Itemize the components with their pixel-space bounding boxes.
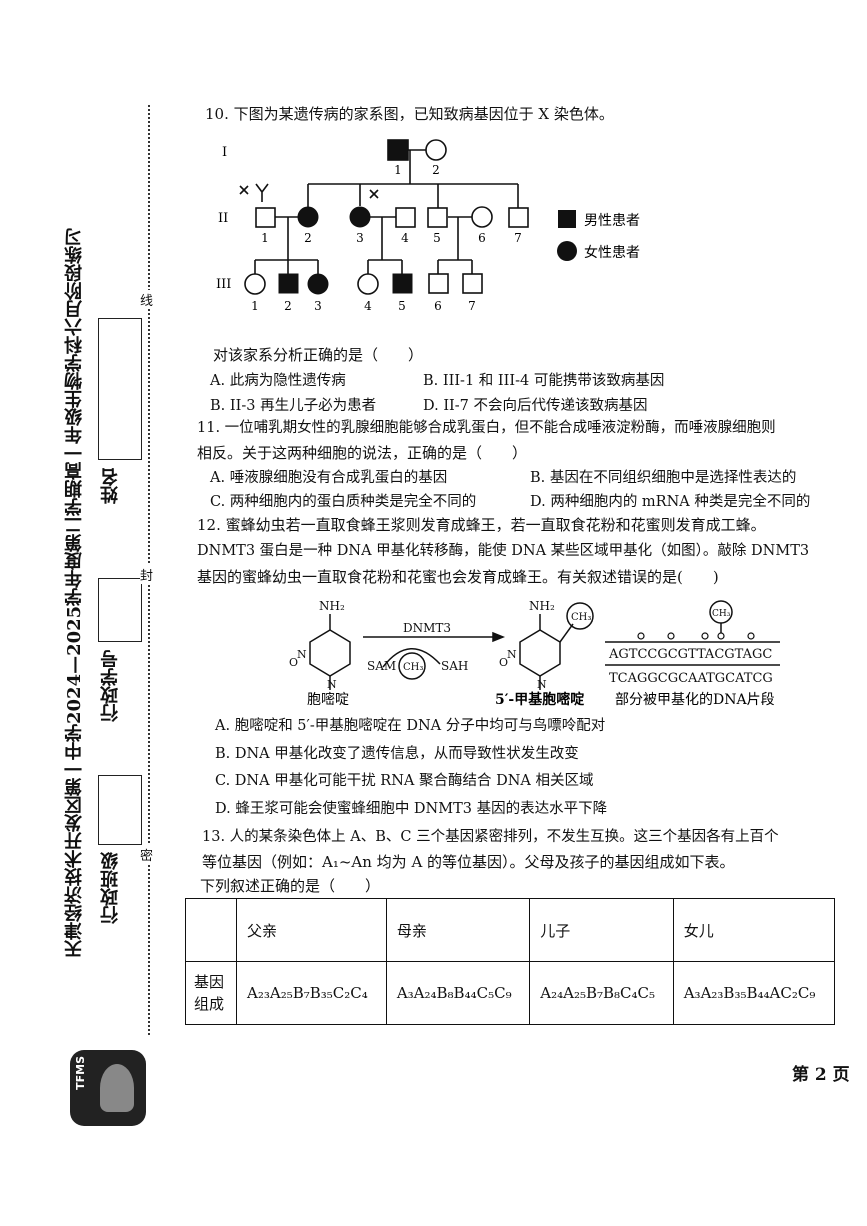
q10-option-b[interactable]: B. III-1 和 III-4 可能携带该致病基因 <box>423 373 665 389</box>
seal-char-secret: 密 <box>140 845 154 864</box>
svg-text:6: 6 <box>478 231 486 245</box>
school-logo: TFMS <box>70 1050 146 1126</box>
q12-option-a[interactable]: A. 胞嘧啶和 5′-甲基胞嘧啶在 DNA 分子中均可与鸟嘌呤配对 <box>215 718 606 734</box>
svg-text:5: 5 <box>398 299 406 313</box>
table-header-cell: 女儿 <box>672 898 836 962</box>
legend-female: 女性患者 <box>584 244 640 261</box>
svg-text:3: 3 <box>314 299 322 313</box>
svg-text:2: 2 <box>304 231 312 245</box>
q11-option-b[interactable]: B. 基因在不同组织细胞中是选择性表达的 <box>530 470 797 486</box>
q11-option-c[interactable]: C. 两种细胞内的蛋白质种类是完全不同的 <box>210 494 477 510</box>
enzyme-label: DNMT3 <box>403 621 451 635</box>
svg-text:5: 5 <box>433 231 441 245</box>
q13-line2: 等位基因（例如：A₁~An 均为 A 的等位基因）。父母及孩子的基因组成如下表。 <box>202 853 735 871</box>
svg-text:N: N <box>507 648 517 661</box>
legend-male: 男性患者 <box>584 213 640 229</box>
q12-option-d[interactable]: D. 蜂王浆可能会使蜜蜂细胞中 DNMT3 基因的表达水平下降 <box>215 801 608 817</box>
name-box[interactable] <box>98 318 142 460</box>
svg-text:4: 4 <box>401 231 409 245</box>
pedigree-chart: I II III 1 2 1 2 3 4 5 6 7 1 2 3 4 5 6 7 男性患者 女性患者 <box>216 139 640 313</box>
q11-line2: 相反。关于这两种细胞的说法，正确的是（ ） <box>197 444 528 462</box>
q12-option-c[interactable]: C. DNA 甲基化可能干扰 RNA 聚合酶结合 DNA 相关区域 <box>215 773 594 789</box>
school-title: 天津经济技术开发区第一中学2024—2025学年度第二学期高一年级生物学科六月阶… <box>64 227 85 958</box>
q10-option-a[interactable]: A. 此病为隐性遗传病 <box>210 373 346 389</box>
q13-line1: 13. 人的某条染色体上 A、B、C 三个基因紧密排列，不发生互换。这三个基因各… <box>202 829 779 845</box>
svg-text:4: 4 <box>364 299 372 313</box>
table-header-cell: 父亲 <box>236 898 387 962</box>
logo-text: TFMS <box>74 1056 87 1090</box>
ch3-label-2: CH₃ <box>403 662 423 673</box>
q12-line2: DNMT3 蛋白是一种 DNA 甲基化转移酶，能使 DNA 某些区域甲基化（如图… <box>197 543 810 559</box>
svg-text:1: 1 <box>394 163 402 177</box>
svg-text:3: 3 <box>356 231 364 245</box>
table-cell: A₂₄A₂₅B₇B₈C₄C₅ <box>529 961 674 1025</box>
seq-top: AGTCCGCGTTACGTAGC <box>608 647 772 662</box>
q10-prompt: 对该家系分析正确的是（ ） <box>213 346 424 364</box>
svg-text:1: 1 <box>261 231 269 245</box>
table-header-row: 父亲 母亲 儿子 女儿 <box>185 898 836 962</box>
seq-bottom: TCAGGCGCAATGCATCG <box>609 671 773 686</box>
q10-stem: 10. 下图为某遗传病的家系图，已知致病基因位于 X 染色体。 <box>205 105 614 123</box>
cytosine-caption: 胞嘧啶 <box>307 691 349 708</box>
svg-text:N: N <box>327 678 337 691</box>
seal-char-line: 线 <box>140 290 154 309</box>
seal-char-seal: 封 <box>140 565 154 584</box>
svg-text:7: 7 <box>514 231 522 245</box>
svg-text:2: 2 <box>432 163 440 177</box>
svg-text:N: N <box>297 648 307 661</box>
table-cell: A₃A₂₃B₃₅B₄₄AC₂C₉ <box>672 961 836 1025</box>
ch3-label-3: CH₃ <box>712 609 731 619</box>
svg-text:1: 1 <box>251 299 259 313</box>
methylation-diagram: NH₂ NH₂ CH₃ CH₃ CH₃ DNMT3 SAM SAH AGTCCG… <box>289 599 780 708</box>
gen-label-III: III <box>216 277 231 292</box>
table-header-cell <box>185 898 237 962</box>
svg-text:6: 6 <box>434 299 442 313</box>
q11-option-a[interactable]: A. 唾液腺细胞没有合成乳蛋白的基因 <box>210 470 448 486</box>
ch3-label-1: CH₃ <box>571 612 591 623</box>
table-header-cell: 儿子 <box>529 898 674 962</box>
svg-text:2: 2 <box>284 299 292 313</box>
class-box[interactable] <box>98 775 142 845</box>
table-header-cell: 母亲 <box>385 898 531 962</box>
table-row-label: 基因组成 <box>185 961 237 1025</box>
class-label: 行政班级 <box>100 852 121 924</box>
q12-option-b[interactable]: B. DNA 甲基化改变了遗传信息，从而导致性状发生改变 <box>215 746 579 762</box>
student-no-label: 行政学号 <box>100 650 121 722</box>
table-cell: A₃A₂₄B₈B₄₄C₅C₉ <box>385 961 531 1025</box>
methyl-cytosine-caption: 5′-甲基胞嘧啶 <box>495 691 584 708</box>
q11-option-d[interactable]: D. 两种细胞内的 mRNA 种类是完全不同的 <box>530 494 811 510</box>
nh2-label-1: NH₂ <box>319 599 345 613</box>
student-no-box[interactable] <box>98 578 142 642</box>
q12-line3: 基因的蜜蜂幼虫一直取食花粉和花蜜也会发育成蜂王。有关叙述错误的是( ) <box>197 568 719 586</box>
name-label: 姓名 <box>100 468 121 504</box>
q12-line1: 12. 蜜蜂幼虫若一直取食蜂王浆则发育成蜂王，若一直取食花粉和花蜜则发育成工蜂。 <box>197 516 766 534</box>
q11-line1: 11. 一位哺乳期女性的乳腺细胞能够合成乳蛋白，但不能合成唾液淀粉酶，而唾液腺细… <box>197 420 776 436</box>
dna-caption: 部分被甲基化的DNA片段 <box>615 691 775 708</box>
svg-text:7: 7 <box>468 299 476 313</box>
table-cell: A₂₃A₂₅B₇B₃₅C₂C₄ <box>236 961 387 1025</box>
svg-text:N: N <box>537 678 547 691</box>
svg-text:O: O <box>289 656 298 669</box>
table-row: 基因组成 A₂₃A₂₅B₇B₃₅C₂C₄ A₃A₂₄B₈B₄₄C₅C₉ A₂₄A… <box>185 961 836 1025</box>
sam-label: SAM <box>367 659 396 673</box>
gen-label-II: II <box>218 211 228 226</box>
q10-option-c[interactable]: B. II-3 再生儿子必为患者 <box>210 398 377 414</box>
q10-option-d[interactable]: D. II-7 不会向后代传递该致病基因 <box>423 398 648 414</box>
nh2-label-2: NH₂ <box>529 599 555 613</box>
svg-text:O: O <box>499 656 508 669</box>
gen-label-I: I <box>222 145 227 160</box>
page-number: 第 2 页 <box>792 1065 850 1085</box>
sah-label: SAH <box>441 659 468 673</box>
q13-line3: 下列叙述正确的是（ ） <box>200 877 381 895</box>
genotype-table: 父亲 母亲 儿子 女儿 基因组成 A₂₃A₂₅B₇B₃₅C₂C₄ A₃A₂₄B₈… <box>185 898 836 1025</box>
